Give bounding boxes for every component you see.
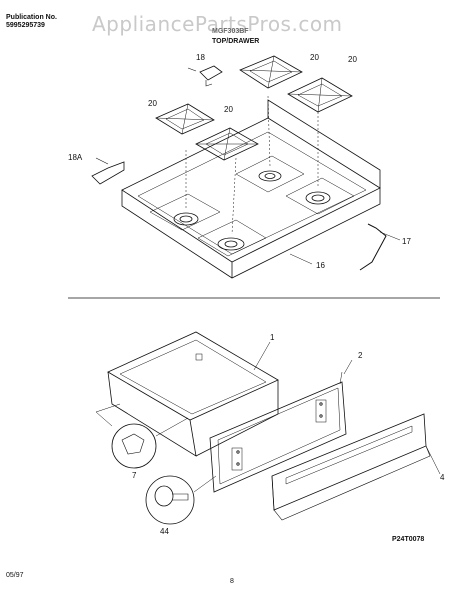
bracket-18 [187,65,223,87]
burner-grate [195,127,259,161]
callout-18: 18 [196,53,205,62]
leader-16 [289,253,313,265]
drawer-panel [209,359,353,493]
detail-circle-44 [145,475,217,525]
publication-number: 5995295739 [6,22,45,29]
callout-16: 16 [316,261,325,270]
burner-grate [287,77,353,113]
model-number: MGF303BF [212,28,249,35]
watermark: AppliancePartsPros.com [92,12,343,36]
callout-44: 44 [160,527,169,536]
drawer-body [107,331,279,457]
detail-circle-7 [95,403,189,469]
callout-1: 1 [270,333,275,342]
publication-label: Publication No. [6,14,57,21]
callout-20c: 20 [148,99,157,108]
burner-grate [239,55,303,89]
callout-20d: 20 [224,105,233,114]
callout-20b: 20 [348,55,357,64]
wire-17 [359,223,387,271]
callout-4: 4 [440,473,445,482]
page-number: 8 [230,578,234,585]
bracket-18a [91,157,125,185]
callout-2: 2 [358,351,363,360]
section-title: TOP/DRAWER [212,38,260,45]
callout-20a: 20 [310,53,319,62]
cooktop-assembly [121,95,381,279]
callout-17: 17 [402,237,411,246]
leader-17 [379,231,401,241]
drawer-front [271,413,441,521]
callout-7: 7 [132,471,137,480]
callout-18a: 18A [68,153,83,162]
burner-grate [155,103,215,135]
footer-date: 05/97 [6,572,24,579]
figure-code: P24T0078 [392,536,425,543]
